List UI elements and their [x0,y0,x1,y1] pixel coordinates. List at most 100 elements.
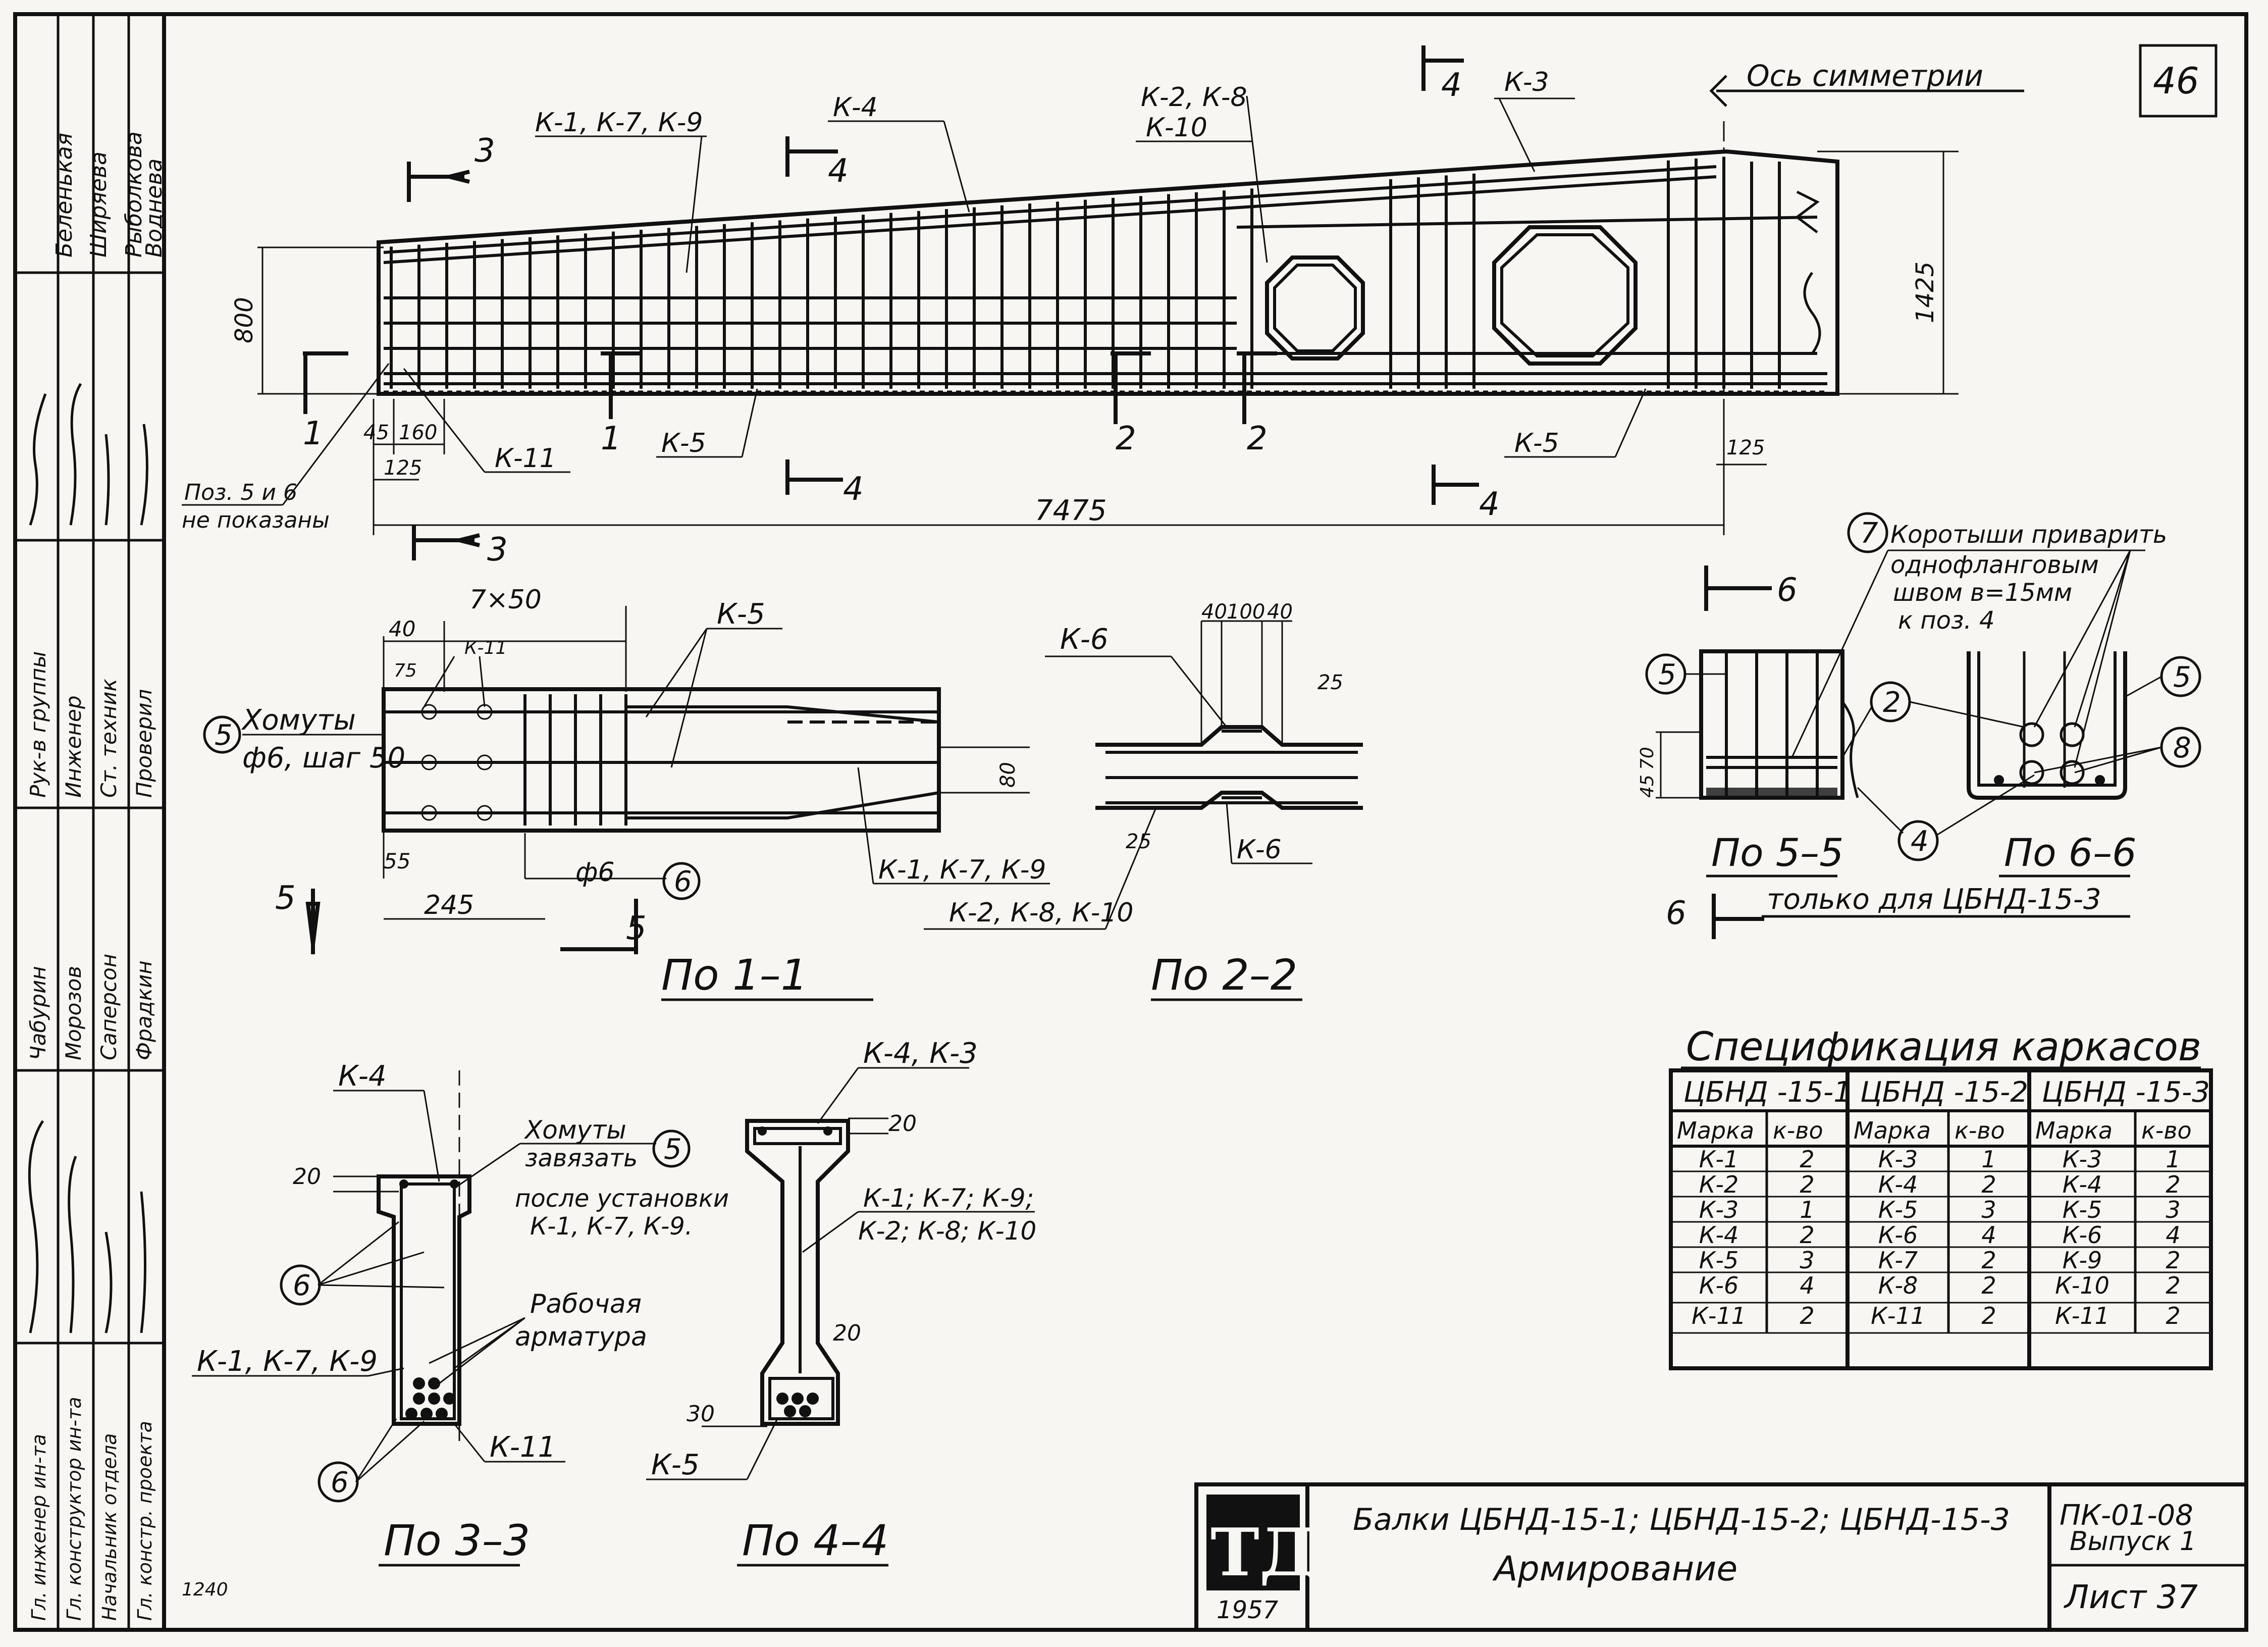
spec-cell: К-4 [2063,1171,2102,1198]
logo-year: 1957 [1217,1596,1279,1624]
spec-cell: К-5 [2063,1196,2102,1223]
mark-1a: 1 [303,415,324,452]
mark-3a: 3 [474,132,495,170]
section-1-1: 40 7×50 75 55 245 80 К-11 К-5 К-1, К-7, … [203,585,1050,1001]
doc-issue: Выпуск 1 [2070,1526,2196,1557]
logo-text: ТД [1210,1514,1317,1591]
stamp-name-7: Саперсон [96,954,121,1060]
sec22-dim-40b: 40 [1267,600,1293,624]
sec33-title: По 3–3 [384,1516,530,1565]
sec55-circle-4: 4 [1911,825,1929,858]
sec66-title: По 6–6 [2004,830,2137,875]
sec44-dim-20a: 20 [888,1111,917,1137]
dim-125b: 125 [1726,436,1765,459]
spec-cell: 2 [1981,1171,1996,1198]
spec-subheader: к-во [1955,1117,2005,1144]
mark-4a: 4 [828,152,849,190]
sec11-lbl-f6: ф6 [575,857,615,888]
title-block: ТД 1957 Балки ЦБНД-15-1; ЦБНД-15-2; ЦБНД… [1194,1482,2248,1632]
sec22-title: По 2–2 [1151,950,1297,1000]
sec11-circle-5: 5 [215,719,233,752]
sec55-circle-7: 7 [1860,517,1878,550]
sec11-circle-6: 6 [674,865,692,898]
spec-cell: 3 [2166,1196,2180,1223]
spec-cell: 4 [1981,1221,1996,1249]
spec-cell: К-6 [2063,1221,2102,1249]
section-3-3: К-4 Хомуты завязать после установки К-1,… [192,1060,729,1567]
sec33-work-2: арматура [515,1322,647,1352]
sec33-kh-2: завязать [525,1144,638,1172]
spec-cell: К-3 [2063,1146,2102,1173]
spec-cell: К-7 [1878,1247,1918,1274]
spec-cell: К-9 [2063,1247,2102,1274]
sec11-lbl-k5: К-5 [717,598,765,631]
section-5-5-6-6: 7 Коротыши приварить однофланговым швом … [1637,512,2201,939]
sec11-kh-2: ф6, шаг 50 [242,742,405,775]
axis-label: Ось симметрии [1747,59,1983,93]
spec-cell: К-5 [1878,1196,1918,1223]
sec44-lbl-k2: К-2; К-8; К-10 [858,1216,1036,1246]
stamp-name-8: Фрадкин [132,960,156,1060]
spec-cell: 2 [1981,1302,1996,1329]
spec-cell: К-5 [1699,1247,1739,1274]
sec55-circle-2: 2 [1883,686,1901,719]
sec22-dim-40a: 40 [1201,600,1227,624]
dim-125a: 125 [384,456,422,480]
spec-cell: 1 [1981,1146,1996,1173]
left-stamp: Беленькая Ширяева Рыболкова Воднева Рук-… [15,14,167,1630]
spec-cell: 2 [1800,1302,1814,1329]
sec33-kh-1: Хомуты [523,1115,626,1145]
sec55-title: По 5–5 [1711,830,1844,875]
spec-subheader: Марка [1677,1117,1754,1144]
sec11-dim-75: 75 [394,660,417,681]
mark-4c: 4 [1441,67,1462,104]
sec22-lbl-k2: К-2, К-8, К-10 [949,898,1134,928]
sec11-mark-5a: 5 [275,880,296,917]
sec11-stirrups [523,694,627,826]
spec-cell: 2 [2166,1272,2180,1299]
title-line-1: Балки ЦБНД-15-1; ЦБНД-15-2; ЦБНД-15-3 [1353,1502,2010,1537]
stamp-name-5: Чабурин [26,966,50,1060]
dim-7475: 7475 [1035,494,1107,527]
stamp-role-3: Начальник отдела [98,1433,121,1621]
sec11-dim-245: 245 [424,890,474,920]
sec55-mark-6b: 6 [1666,895,1686,932]
sec55-circle-8: 8 [2173,732,2191,764]
sec55-note-1: Коротыши приварить [1890,521,2167,549]
signatures-bottom [28,1120,146,1333]
signatures-top [29,383,148,526]
sec11-dim-55: 55 [384,849,410,873]
sec33-lbl-k11: К-11 [490,1431,556,1464]
spec-cell: 2 [2166,1247,2180,1274]
stamp-name-1: Беленькая [51,133,77,258]
spec-cell: К-3 [1699,1196,1739,1223]
spec-cell: 2 [1800,1221,1814,1249]
spec-cell: 1 [1800,1196,1814,1223]
sec33-lbl-k1: К-1, К-7, К-9 [197,1345,378,1378]
sec44-title: По 4–4 [742,1516,888,1565]
sec11-dim-40: 40 [389,616,415,641]
sec33-kh-3: после установки [515,1185,729,1213]
spec-cell: К-1 [1699,1146,1739,1173]
lbl-k3: К-3 [1504,67,1549,97]
stamp-role-6: Инженер [61,695,86,798]
sec22-dim-25b: 25 [1126,830,1151,853]
sec55-circle-5b: 5 [2173,661,2191,694]
stamp-role-4: Гл. констр. проекта [134,1421,156,1621]
doc-sheet: Лист 37 [2064,1579,2198,1616]
mark-3b: 3 [487,531,508,569]
mark-2b: 2 [1247,420,1268,457]
section-4-4: К-4, К-3 К-1; К-7; К-9; К-2; К-8; К-10 К… [646,1037,1036,1567]
spec-cell: К-10 [2055,1272,2109,1299]
spec-cell: К-3 [1878,1146,1918,1173]
sec11-dim-7x50: 7×50 [469,585,542,615]
spec-cell: К-6 [1699,1272,1739,1299]
stamp-name-6: Морозов [61,966,86,1060]
sec33-lbl-k4: К-4 [338,1060,387,1093]
spec-subheader: к-во [1773,1117,1823,1144]
spec-cell: К-11 [2055,1302,2109,1329]
spec-cell: К-11 [1692,1302,1746,1329]
sec44-dim-20b: 20 [833,1320,861,1346]
sec44-lbl-k1: К-1; К-7; К-9; [863,1183,1034,1213]
